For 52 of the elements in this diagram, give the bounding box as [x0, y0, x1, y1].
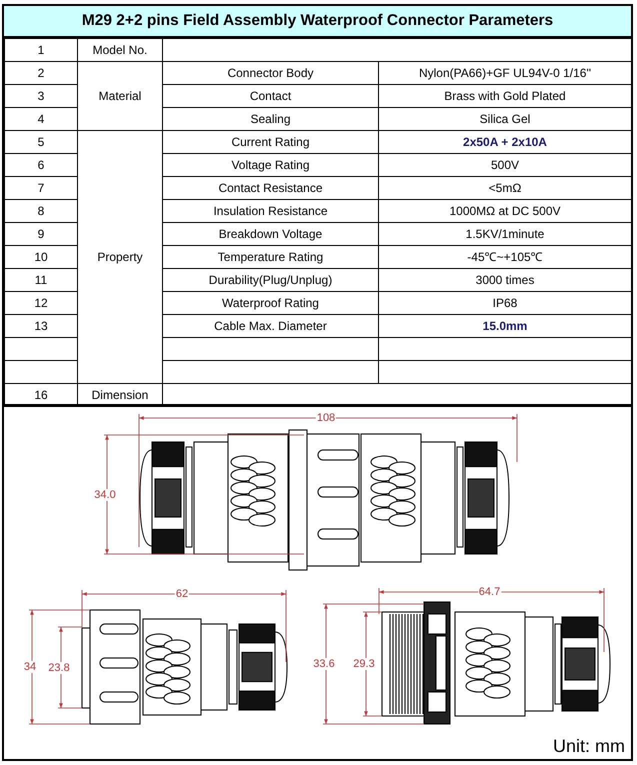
table-cell-text: 8: [38, 204, 44, 218]
table-cell-text: Nylon(PA66)+GF UL94V-0 1/16'': [418, 66, 592, 80]
table-cell-text: Connector Body: [227, 66, 314, 80]
table-cell-text: Contact Resistance: [218, 181, 323, 195]
dimension-value: 34.0: [93, 488, 117, 500]
table-cell-text: Cable Max. Diameter: [214, 319, 327, 333]
table-cell-text: 1.5KV/1minute: [466, 227, 544, 241]
table-cell-text: Dimension: [92, 388, 148, 402]
table-cell-text: 6: [38, 158, 44, 172]
dimension-value: 108: [316, 412, 336, 424]
table-cell-text: 3000 times: [476, 273, 534, 287]
table-cell-text: Sealing: [250, 112, 291, 126]
table-cell-text: 10: [34, 250, 48, 264]
table-cell-text: <5mΩ: [488, 181, 522, 195]
table-cell-text: 11: [34, 273, 48, 287]
table-cell-text: 4: [38, 112, 44, 126]
dimension-value: 33.6: [312, 658, 336, 670]
table-cell-text: Durability(Plug/Unplug): [208, 273, 332, 287]
table-title: M29 2+2 pins Field Assembly Waterproof Connector Parameters: [4, 6, 631, 38]
table-cell-text: -45℃~+105℃: [467, 250, 543, 264]
table-cell-text: Model No.: [92, 43, 148, 57]
table-cell-text: 9: [38, 227, 44, 241]
table-cell-text: 16: [34, 388, 48, 402]
table-cell-text: 7: [38, 181, 44, 195]
table-cell-text: 3: [38, 89, 44, 103]
table-cell-text: Temperature Rating: [218, 250, 324, 264]
table-cell-text: Insulation Resistance: [213, 204, 328, 218]
table-cell-text: 500V: [490, 158, 520, 172]
table-cell-text: 1: [38, 43, 44, 57]
table-cell-text: 12: [34, 296, 48, 310]
table-cell-text: 15.0mm: [482, 319, 528, 333]
table-cell-text: Voltage Rating: [231, 158, 310, 172]
dimension-value: 23.8: [47, 662, 71, 674]
table-cell-text: Brass with Gold Plated: [444, 89, 566, 103]
dimension-value: 64.7: [478, 586, 502, 598]
table-cell-text: 2: [38, 66, 44, 80]
table-cell-text: 1000MΩ at DC 500V: [449, 204, 561, 218]
table-cell-text: IP68: [492, 296, 518, 310]
table-cell-text: Breakdown Voltage: [218, 227, 322, 241]
table-cell-text: Current Rating: [231, 135, 310, 149]
table-cell-text: 2x50A + 2x10A: [463, 135, 547, 149]
table-cell-text: 5: [38, 135, 44, 149]
unit-note: Unit: mm: [553, 736, 625, 757]
table-cell-text: Property: [97, 250, 143, 264]
dimension-value: 62: [174, 588, 190, 600]
dimension-value: 34: [22, 661, 38, 673]
table-cell-text: Silica Gel: [480, 112, 530, 126]
table-cell-text: 13: [34, 319, 48, 333]
table-cell-text: Material: [98, 89, 142, 103]
table-cell-text: Waterproof Rating: [222, 296, 319, 310]
dimension-value: 29.3: [352, 658, 376, 670]
table-cell-text: Contact: [250, 89, 292, 103]
